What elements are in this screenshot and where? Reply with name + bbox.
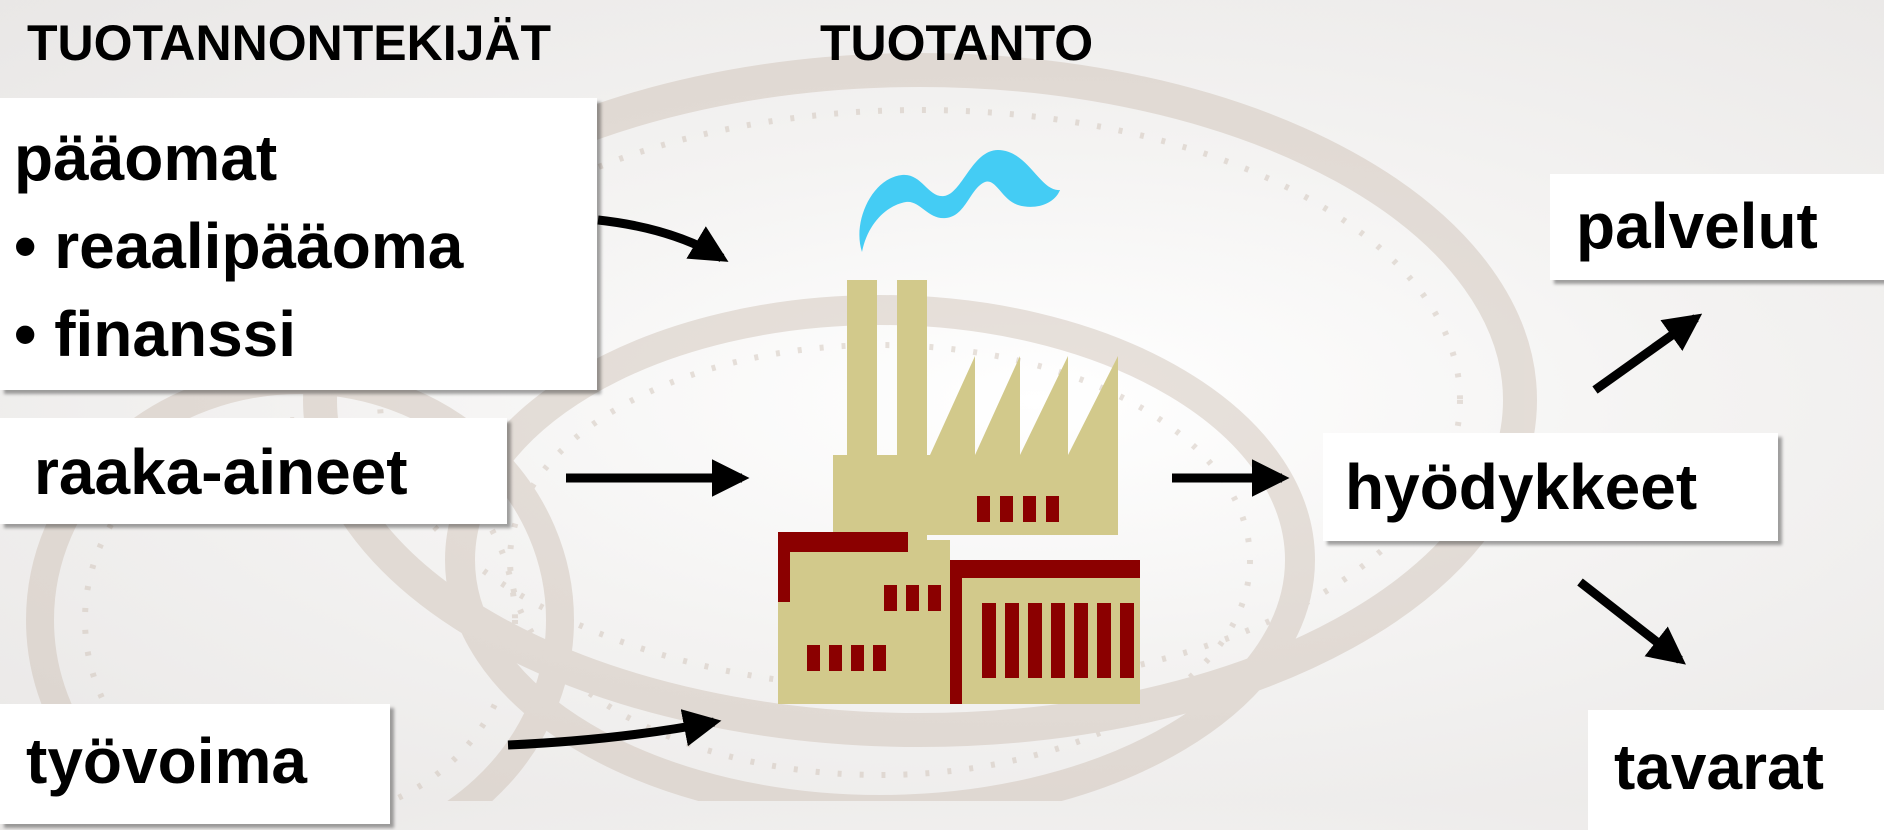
diagram-overlay [507,150,1703,750]
capital-item-finance: • finanssi [14,298,297,370]
labor-label: työvoima [26,725,307,797]
capital-item-real: • reaalipääoma [14,210,464,282]
arrow-icon [1592,313,1703,394]
raw-materials-box: raaka-aineet [0,418,507,524]
arrow-icon [507,709,722,750]
goods-label: hyödykkeet [1345,451,1698,523]
services-box: palvelut [1550,174,1884,280]
arrow-icon [597,215,729,262]
arrow-icon [1577,578,1686,665]
raw-materials-label: raaka-aineet [34,436,408,508]
products-label: tavarat [1614,731,1824,803]
goods-box: hyödykkeet [1323,433,1778,541]
smoke-icon [859,150,1060,252]
capital-title: pääomat [14,122,278,194]
factors-heading: TUOTANNONTEKIJÄT [27,15,552,71]
production-heading: TUOTANTO [820,15,1094,71]
factory-icon [778,280,1140,704]
capital-box: pääomat • reaalipääoma • finanssi [0,98,597,390]
services-label: palvelut [1576,190,1818,262]
